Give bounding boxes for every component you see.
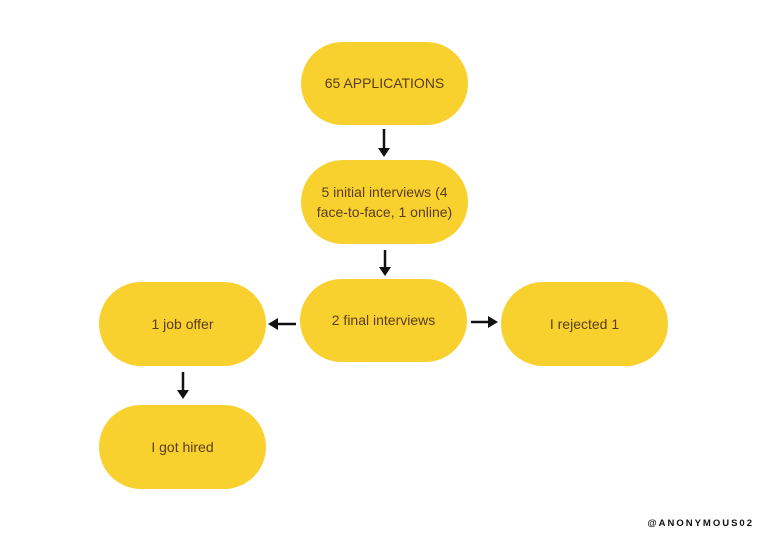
final-interviews-label: 2 final interviews: [331, 312, 436, 329]
arrow-final-to-offer: [268, 318, 296, 330]
rejected-node: I rejected 1: [501, 282, 668, 366]
job-offer-label: 1 job offer: [151, 315, 214, 332]
applications-label: 65 APPLICATIONS: [324, 75, 445, 92]
arrow-initial-to-final: [379, 250, 391, 276]
job-offer-node: 1 job offer: [99, 282, 266, 366]
final-interviews-node: 2 final interviews: [300, 279, 467, 362]
initial-interviews-node: 5 initial interviews (4 face-to-face, 1 …: [301, 160, 468, 244]
arrow-final-to-rejected: [471, 316, 498, 328]
arrow-offer-to-hired: [177, 372, 189, 399]
initial-interviews-label: 5 initial interviews (4 face-to-face, 1 …: [316, 183, 453, 220]
hired-label: I got hired: [151, 438, 214, 455]
hired-node: I got hired: [99, 405, 266, 489]
arrow-applications-to-initial: [378, 129, 390, 157]
credit-watermark: @ANONYMOUS02: [647, 518, 754, 529]
applications-node: 65 APPLICATIONS: [301, 42, 468, 125]
rejected-label: I rejected 1: [549, 315, 620, 332]
